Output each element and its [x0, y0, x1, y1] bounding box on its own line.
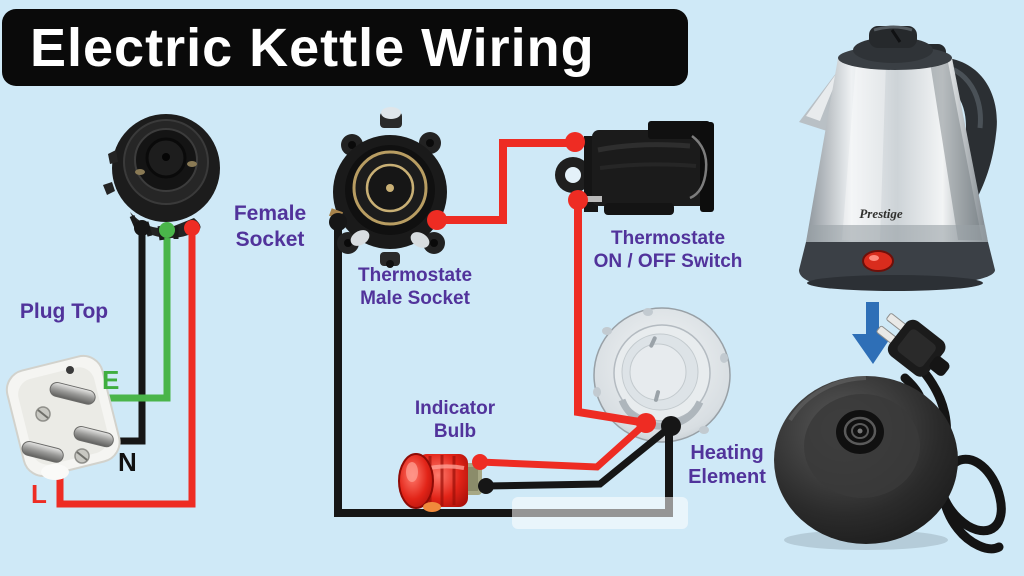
label-indicator-bulb-line2: Bulb: [433, 421, 477, 443]
label-indicator-bulb: Indicator Bulb: [395, 397, 515, 443]
label-plug-top-text: Plug Top: [19, 300, 109, 323]
wire-bulb-to-element-black: [485, 424, 673, 490]
label-indicator-bulb-line1: Indicator: [414, 398, 496, 419]
kettle-image: [799, 25, 997, 291]
label-female-socket: Female Socket: [210, 201, 330, 252]
marker-earth: E: [102, 365, 120, 395]
title-banner: Electric Kettle Wiring: [2, 9, 688, 86]
label-heating-element-line1: Heating: [690, 442, 764, 464]
plug-top-illustration: [5, 354, 121, 480]
label-thermostat-switch: Thermostate ON / OFF Switch: [575, 227, 761, 273]
label-thermostat-switch-line1: Thermostate: [610, 228, 726, 249]
wire-socket-to-switch-red: [437, 139, 572, 224]
label-female-socket-line1: Female: [233, 202, 307, 225]
thermostat-male-socket-illustration: [328, 107, 447, 268]
faded-watermark: [512, 497, 688, 529]
kettle-base-image: [774, 313, 1006, 554]
terminal-dots: [134, 132, 681, 494]
label-thermostat-male-socket-line2: Male Socket: [360, 288, 470, 310]
label-heating-element: Heating Element: [657, 441, 797, 490]
marker-neutral: N: [118, 447, 137, 477]
heating-element-illustration: [593, 307, 731, 443]
marker-live: L: [31, 479, 47, 509]
female-socket-illustration: [103, 114, 220, 241]
thermostat-switch-illustration: [555, 121, 714, 215]
label-plug-top: Plug Top: [12, 299, 116, 325]
kettle-brand-text: Prestige: [859, 206, 903, 221]
page-title: Electric Kettle Wiring: [30, 17, 595, 78]
wire-switch-to-element-red: [574, 200, 647, 427]
label-thermostat-switch-line2: ON / OFF Switch: [593, 251, 743, 273]
wire-earth-green: [95, 230, 171, 402]
wire-bulb-to-element-red: [479, 420, 649, 471]
indicator-bulb-illustration: [398, 453, 482, 512]
wire-socket-to-element-black: [334, 222, 673, 517]
label-heating-element-line2: Element: [688, 466, 766, 489]
label-thermostat-male-socket: Thermostate Male Socket: [342, 264, 488, 310]
label-female-socket-line2: Socket: [235, 227, 305, 251]
arrow-down-icon: [852, 302, 893, 364]
label-thermostat-male-socket-line1: Thermostate: [357, 265, 473, 286]
